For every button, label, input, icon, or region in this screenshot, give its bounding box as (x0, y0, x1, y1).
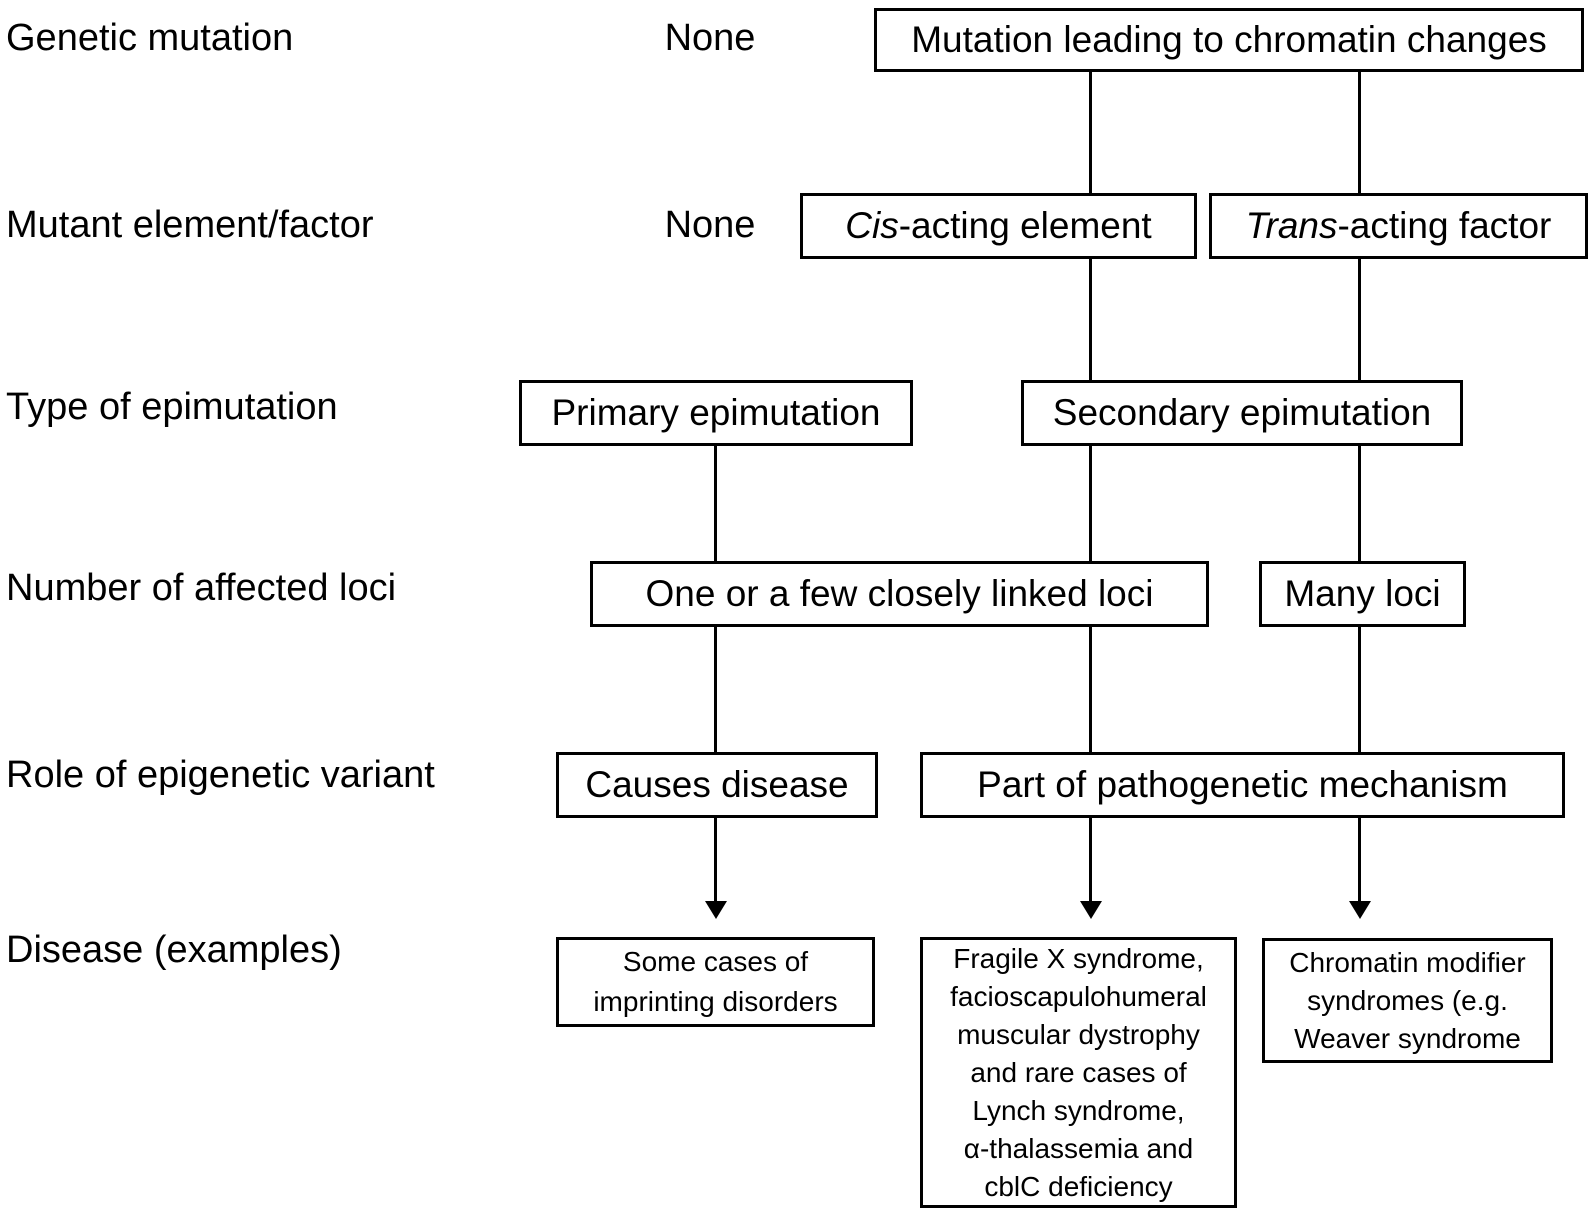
box-trans-acting-factor: Trans-acting factor (1209, 193, 1588, 259)
connector-mechanism-to-examples-trans (1358, 818, 1361, 903)
trans-italic-text: Trans (1245, 204, 1338, 246)
connector-primary-to-loci (714, 446, 717, 561)
connector-loci-to-mechanism-cis (1089, 627, 1092, 752)
connector-many-loci-to-mechanism (1358, 627, 1361, 752)
none-value-mutant-element: None (664, 204, 756, 246)
cis-rest-text: -acting element (898, 204, 1152, 246)
none-value-genetic-mutation: None (664, 17, 756, 59)
connector-mutation-to-trans (1358, 72, 1361, 193)
trans-rest-text: -acting factor (1337, 204, 1552, 246)
connector-cis-to-secondary (1089, 259, 1092, 380)
connector-causes-disease-to-examples (714, 818, 717, 903)
box-disease-chromatin-modifier-syndromes: Chromatin modifier syndromes (e.g. Weave… (1262, 938, 1553, 1063)
row-label-type-of-epimutation: Type of epimutation (6, 386, 338, 428)
row-label-genetic-mutation: Genetic mutation (6, 17, 294, 59)
row-label-mutant-element-factor: Mutant element/factor (6, 204, 374, 246)
box-disease-imprinting-disorders: Some cases of imprinting disorders (556, 937, 875, 1027)
box-causes-disease: Causes disease (556, 752, 878, 818)
row-label-number-of-affected-loci: Number of affected loci (6, 567, 397, 609)
box-one-or-few-closely-linked-loci: One or a few closely linked loci (590, 561, 1209, 627)
row-label-role-of-epigenetic-variant: Role of epigenetic variant (6, 754, 435, 796)
arrowhead-trans-branch (1349, 901, 1371, 919)
box-primary-epimutation: Primary epimutation (519, 380, 913, 446)
connector-secondary-to-loci (1089, 446, 1092, 561)
cis-italic-text: Cis (845, 204, 899, 246)
box-secondary-epimutation: Secondary epimutation (1021, 380, 1463, 446)
connector-secondary-to-many-loci (1358, 446, 1361, 561)
box-cis-acting-element: Cis-acting element (800, 193, 1197, 259)
connector-trans-to-secondary (1358, 259, 1361, 380)
arrowhead-primary-branch (705, 901, 727, 919)
connector-mutation-to-cis (1089, 72, 1092, 193)
connector-mechanism-to-examples-cis (1089, 818, 1092, 903)
box-many-loci: Many loci (1259, 561, 1466, 627)
connector-loci-to-causes-disease (714, 627, 717, 752)
box-disease-fragile-x-list: Fragile X syndrome, facioscapulohumeral … (920, 937, 1237, 1208)
box-part-of-pathogenetic-mechanism: Part of pathogenetic mechanism (920, 752, 1565, 818)
arrowhead-cis-branch (1080, 901, 1102, 919)
box-mutation-leading-to-chromatin-changes: Mutation leading to chromatin changes (874, 8, 1584, 72)
row-label-disease-examples: Disease (examples) (6, 929, 342, 971)
